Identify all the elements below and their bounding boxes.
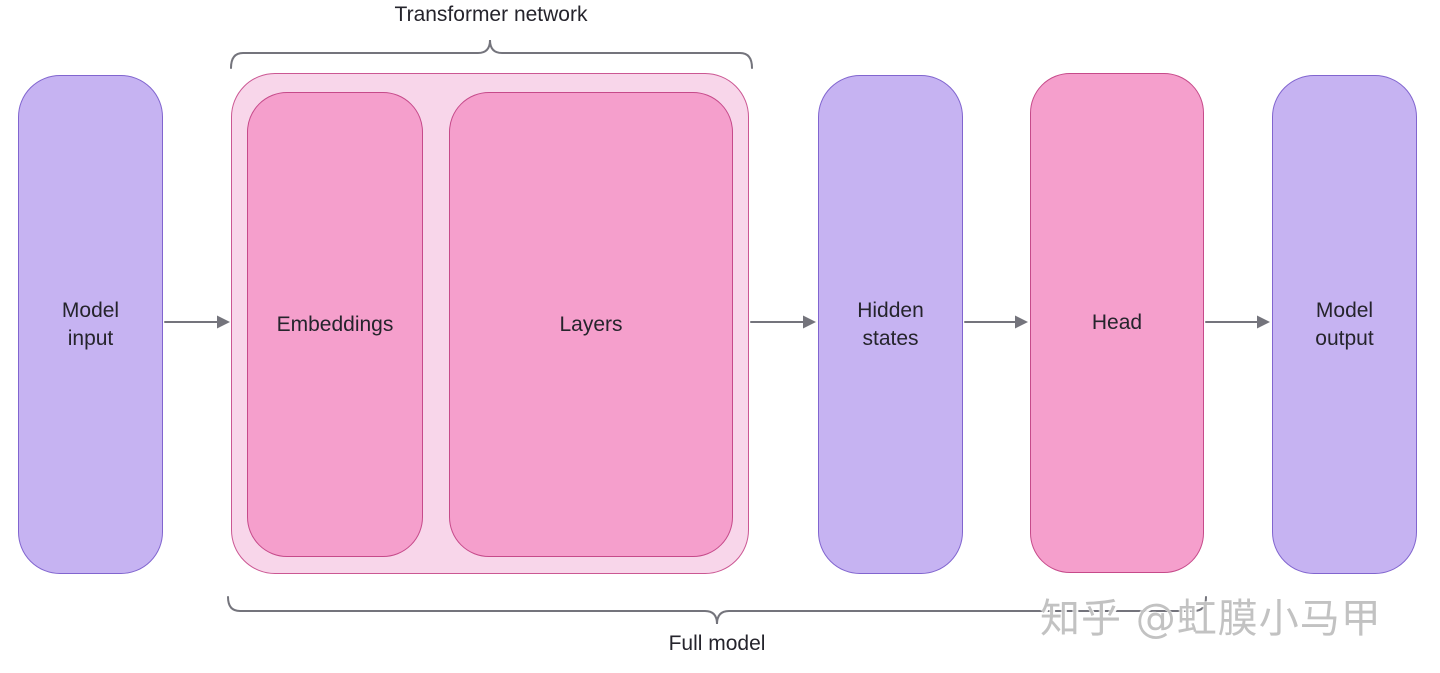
embeddings-node: Embeddings	[247, 92, 423, 557]
full-model-brace	[227, 596, 1207, 625]
transformer-network-label: Transformer network	[394, 3, 588, 26]
layers-node: Layers	[449, 92, 733, 557]
hidden-states-node: Hidden states	[818, 75, 963, 574]
transformer-network-brace	[230, 39, 753, 69]
arrow-hidden-to-head-head	[1015, 315, 1028, 329]
full-model-label: Full model	[668, 632, 766, 655]
transformer-network-group: Embeddings Layers	[231, 73, 749, 574]
model-output-node: Model output	[1272, 75, 1417, 574]
arrow-transformer-to-hidden-head	[803, 315, 816, 329]
watermark: 知乎 @虹膜小马甲	[1040, 596, 1382, 642]
arrow-head-to-output-head	[1257, 315, 1270, 329]
model-input-node: Model input	[18, 75, 163, 574]
head-node: Head	[1030, 73, 1204, 573]
arrow-input-to-transformer-head	[217, 315, 230, 329]
